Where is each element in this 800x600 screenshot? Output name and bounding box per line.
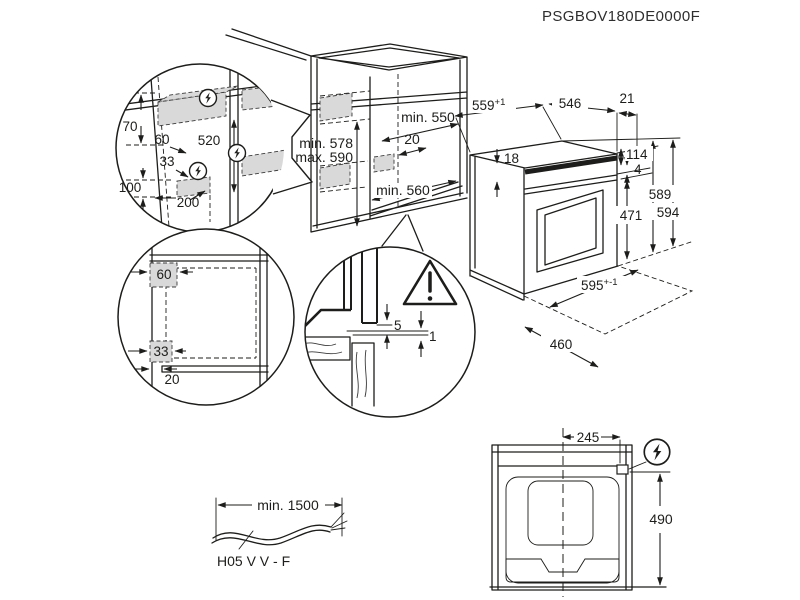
detail2-zone-33 (149, 340, 173, 363)
dim-label-595: 595+-1 (581, 277, 618, 293)
dim-label-5: 5 (394, 318, 402, 333)
dim-label-200: 200 (177, 195, 200, 210)
dim-label-min560: min. 560 (376, 182, 430, 198)
rear-housing-outline (489, 444, 667, 591)
dim-label-70: 70 (122, 119, 137, 134)
detail1-hidden-lines (126, 76, 211, 228)
dim-line-20 (398, 147, 427, 156)
lightning-icon (227, 143, 247, 163)
detail3-step-profile (305, 308, 351, 330)
lightning-leader-line (628, 461, 647, 470)
dim-label-33-plan: 33 (153, 344, 168, 359)
dim-arrow-200-right (189, 190, 206, 201)
detail-circle-3-outline (304, 246, 476, 418)
detail-circle-electrical: 70 60 520 33 100 200 (115, 63, 313, 233)
dim-label-60-wall: 60 (154, 132, 169, 147)
product-code: PSGBOV180DE0000F (542, 8, 700, 25)
dim-label-18: 18 (504, 151, 519, 166)
oven-door-window (536, 189, 604, 273)
detail2-hidden-lines (165, 267, 257, 359)
callout-wedge-warning (381, 214, 424, 252)
dim-label-min550: min. 550 (401, 109, 455, 125)
electrical-zone-upper (319, 92, 353, 122)
leader-arrow-33 (175, 169, 189, 178)
dim-label-471: 471 (620, 208, 643, 223)
cable-wire-ends (330, 512, 348, 531)
dim-label-100: 100 (119, 180, 142, 195)
lightning-icon (643, 438, 671, 466)
cable-type-label: H05 V V - F (217, 553, 290, 569)
dim-label-245: 245 (577, 430, 600, 445)
dim-line-550 (381, 122, 459, 143)
detail3-panel-sections (343, 247, 378, 324)
dim-label-max590: max. 590 (295, 149, 353, 165)
countertop-edge-lines (225, 28, 312, 61)
dim-label-20-plan: 20 (164, 372, 179, 387)
oven-control-band (524, 155, 618, 175)
dim-label-114: 114 (626, 147, 648, 162)
rear-view-drawing: 245 490 (489, 428, 673, 597)
detail-circle-warning: 5 1 (304, 246, 476, 418)
dim-label-20-cabinet: 20 (404, 131, 420, 147)
dim-label-559: 559+1 (472, 97, 505, 113)
dim-label-min578: min. 578 (299, 135, 353, 151)
detail3-thin-lines (346, 324, 429, 336)
dim-label-589: 589 (649, 187, 672, 202)
dim-label-33-wall: 33 (159, 154, 174, 169)
oven-drawing: 559+1 546 21 18 114 4 471 589 594 595+-1… (454, 91, 695, 368)
dim-label-520: 520 (198, 133, 221, 148)
dim-label-594: 594 (657, 205, 680, 220)
electrical-zone-back (373, 153, 395, 173)
oven-floor-projection (523, 240, 695, 335)
rear-emboss-center (527, 480, 594, 546)
dim-label-min1500: min. 1500 (257, 497, 319, 513)
lightning-icon (198, 88, 218, 108)
leader-arrow-60 (169, 146, 187, 154)
terminal-box (616, 464, 629, 475)
electrical-zone-lower (319, 162, 351, 190)
wood-grain-texture (305, 342, 367, 399)
dim-label-460: 460 (550, 337, 573, 352)
cabinet-drawing: min. 550 20 min. 578 max. 590 min. 560 (295, 43, 468, 252)
dim-label-490: 490 (649, 511, 673, 527)
dim-label-546: 546 (559, 96, 582, 111)
dim-label-4: 4 (634, 162, 642, 177)
dim-label-21: 21 (619, 91, 634, 106)
detail-circle-plinth: 60 33 20 (117, 228, 295, 406)
rear-emboss-bottom-band (505, 558, 620, 583)
detail3-wood-panels (305, 336, 375, 407)
cable-curve (211, 524, 332, 546)
cable-leader-line (238, 530, 254, 550)
warning-triangle-icon (402, 259, 458, 306)
callout-wedge-electrical (270, 99, 313, 195)
dim-line-21 (618, 111, 637, 117)
detail2-panel-lines (149, 247, 269, 405)
cable-drawing: min. 1500 H05 V V - F (211, 497, 348, 569)
detail1-zone-mid-right (241, 149, 284, 177)
detail2-zone-60 (149, 262, 178, 288)
dim-label-60-plan: 60 (156, 267, 171, 282)
dim-label-1: 1 (429, 329, 437, 344)
lightning-icon (188, 161, 208, 181)
rear-dim-extensions (619, 439, 671, 473)
